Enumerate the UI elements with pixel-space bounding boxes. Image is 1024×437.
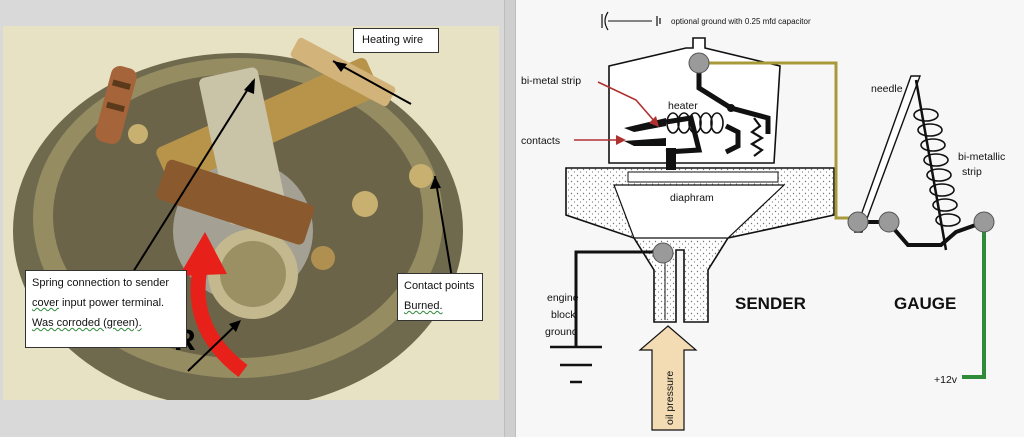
rivet	[128, 124, 148, 144]
optional-ground-label: optional ground with 0.25 mfd capacitor	[671, 17, 811, 26]
sender-gauge-schematic: optional ground with 0.25 mfd capacitor	[521, 11, 1005, 431]
lead-joint	[727, 104, 735, 112]
optional-ground-capacitor	[601, 11, 661, 31]
spring-callout-line3: Was corroded (green).	[32, 317, 142, 329]
diaphram-label: diaphram	[670, 192, 714, 204]
heater-coil	[666, 112, 724, 134]
pointer-contact	[434, 175, 454, 285]
resistor-zigzag	[749, 117, 765, 157]
gauge-mid-terminal	[878, 211, 900, 233]
gauge-power-terminal	[973, 211, 995, 233]
power-wire	[962, 222, 986, 379]
diaphragm-chamber	[613, 184, 786, 239]
heater-label: heater	[668, 100, 698, 112]
spring-callout-line2-a: cover	[32, 297, 59, 309]
contact-arm	[724, 123, 741, 155]
panel-divider	[504, 0, 516, 437]
contacts-arrow-head	[616, 135, 626, 145]
pointer-heating-wire-head	[333, 61, 347, 72]
pointer-spring	[122, 80, 254, 289]
bimetal-arrow-head	[649, 116, 659, 127]
plunger	[666, 148, 676, 170]
sender-ground-terminal	[652, 242, 674, 264]
gauge-label: GAUGE	[894, 294, 956, 313]
spring-callout-line2: cover input power terminal.	[32, 293, 180, 313]
rivet	[311, 246, 335, 270]
bimetallic-label-line1: bi-metallic	[958, 151, 1005, 163]
rivet	[352, 191, 378, 217]
spring-callout-line1: Spring connection to sender	[32, 277, 169, 289]
pointer-heating-wire	[332, 60, 412, 105]
spring-connection-callout: Spring connection to sender cover input …	[25, 270, 187, 348]
ground-wire	[574, 250, 658, 346]
contact-callout-line1: Contact points	[404, 280, 475, 292]
contact-callout-line2: Burned.	[404, 300, 443, 312]
resistor-band	[111, 79, 131, 90]
needle-label: needle	[871, 83, 903, 95]
gear-center	[220, 241, 286, 307]
signal-wire	[698, 61, 856, 220]
bimetal-strip-label: bi-metal strip	[521, 75, 581, 87]
heating-wire-label: Heating wire	[362, 34, 424, 46]
pointer-r-head	[229, 320, 241, 332]
sender-photo-panel: R Heating wire Spring connection to send…	[0, 0, 504, 437]
gauge-needle	[854, 75, 922, 233]
gauge-wiring	[859, 220, 985, 247]
engine-label: engine	[547, 292, 579, 304]
pointer-spring-head	[244, 78, 255, 94]
gauge-input-terminal	[847, 211, 869, 233]
heating-wire-coil	[290, 37, 396, 107]
heating-wire-callout: Heating wire	[353, 28, 439, 53]
contacts-label: contacts	[521, 135, 560, 147]
contact-points-callout: Contact points Burned.	[397, 273, 483, 321]
pointer-r	[187, 321, 240, 372]
gauge-coil	[913, 108, 961, 227]
red-arrow-head	[179, 232, 227, 276]
resistor-band	[106, 101, 125, 113]
schematic-panel: optional ground with 0.25 mfd capacitor	[516, 0, 1024, 437]
diaphragm	[627, 171, 779, 183]
spring-callout-line2-b: input power terminal.	[58, 297, 165, 309]
sender-label: SENDER	[735, 294, 806, 313]
sender-top-terminal	[688, 52, 710, 74]
oil-pressure-label: oil pressure	[664, 371, 676, 425]
lower-contact	[624, 138, 666, 146]
pointer-contact-head	[430, 176, 441, 189]
bimetallic-label-line2: strip	[962, 166, 982, 178]
ground-label: ground	[545, 326, 578, 338]
rivet	[409, 164, 433, 188]
block-label: block	[551, 309, 576, 321]
bimetal-arrow	[597, 81, 657, 124]
plus12v-label: +12v	[934, 374, 958, 386]
copper-arm	[156, 159, 315, 245]
oil-pressure-arrow	[638, 325, 698, 431]
